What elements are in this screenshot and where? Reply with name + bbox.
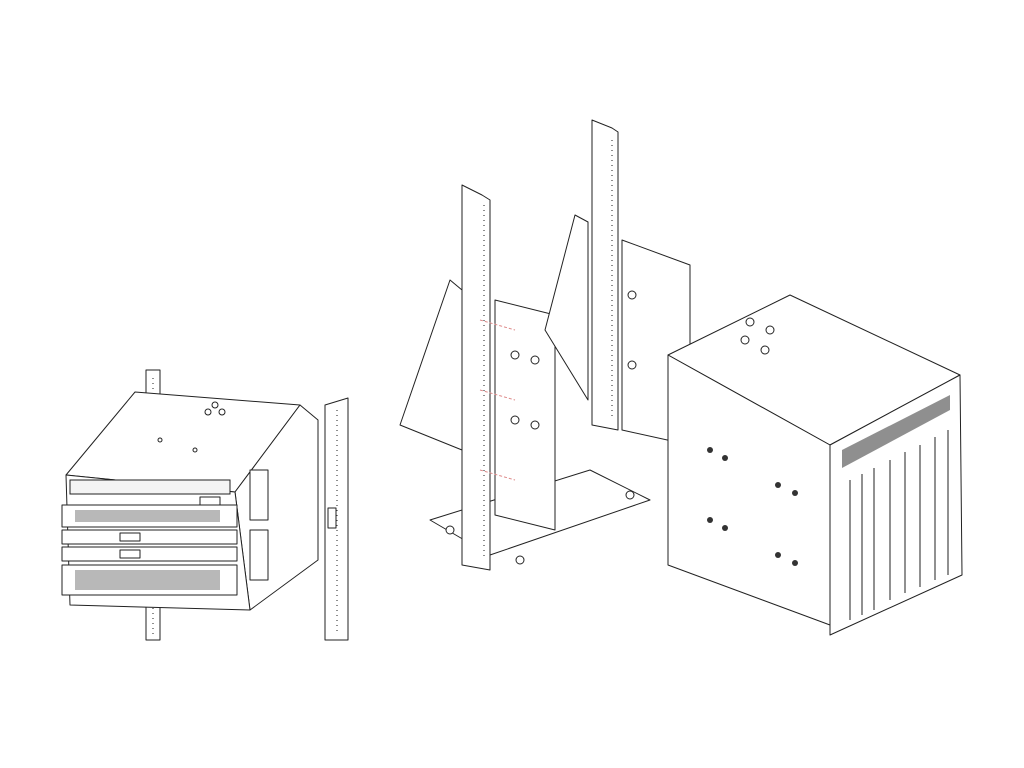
air-vent	[69, 479, 231, 495]
management-modules	[61, 529, 238, 562]
air-vent	[842, 395, 950, 468]
chassis-in-rack	[61, 369, 349, 641]
port-blade-top	[61, 504, 238, 528]
rack-mount-kit	[399, 119, 691, 571]
blade-slots	[849, 430, 949, 620]
port-blade-bottom	[61, 564, 238, 596]
rail-front	[494, 299, 556, 531]
mount-bracket	[327, 507, 337, 529]
chassis-isometric	[667, 294, 963, 636]
side-bracket-right	[544, 214, 589, 401]
rack-post-rear	[591, 119, 619, 431]
side-bracket-left	[399, 279, 463, 451]
rack-post-front	[461, 184, 491, 571]
